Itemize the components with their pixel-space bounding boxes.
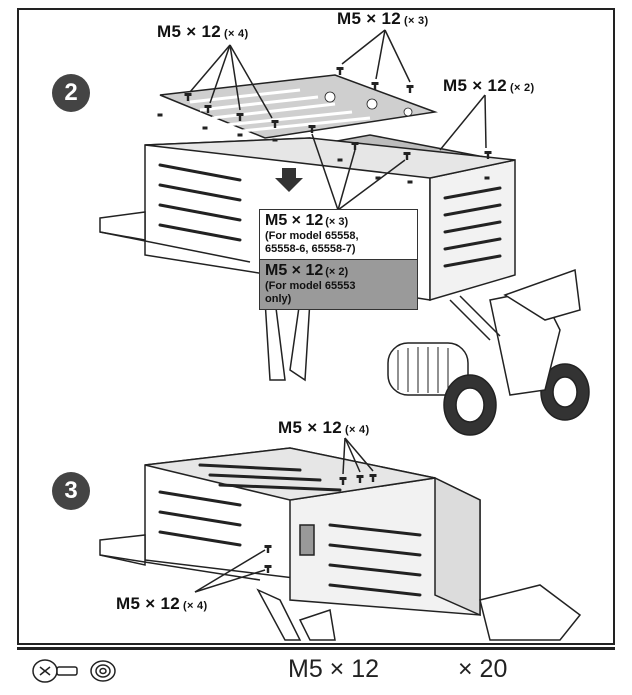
label-step3-left: M5 × 12(× 4) [116, 594, 207, 614]
label-top-right: M5 × 12(× 2) [443, 76, 534, 96]
callout-qty: (× 3) [325, 216, 349, 228]
label-size: M5 × 12 [337, 9, 401, 28]
label-step3-top: M5 × 12(× 4) [278, 418, 369, 438]
callout-qty: (× 2) [325, 266, 349, 278]
callout-note: (For model 65553 only) [265, 280, 356, 305]
callout-note: (For model 65558, 65558-6, 65558-7) [265, 230, 359, 255]
label-qty: (× 2) [510, 82, 535, 94]
label-qty: (× 4) [224, 28, 249, 40]
label-size: M5 × 12 [157, 22, 221, 41]
down-arrow-icon [275, 168, 303, 192]
pointer-arrows-step2 [189, 29, 487, 211]
label-qty: (× 4) [345, 424, 370, 436]
callout-row-2-screws: M5 × 12(× 2) (For model 65553 only) [260, 259, 417, 309]
label-qty: (× 3) [404, 15, 429, 27]
footer-bolt-size: M5 × 12 [288, 655, 380, 683]
footer-bolt-count: × 20 [458, 655, 508, 683]
label-size: M5 × 12 [116, 594, 180, 613]
washer-icon [90, 660, 116, 682]
label-size: M5 × 12 [278, 418, 342, 437]
label-top-center: M5 × 12(× 3) [337, 9, 428, 29]
label-qty: (× 4) [183, 600, 208, 612]
callout-row-3-screws: M5 × 12(× 3) (For model 65558, 65558-6, … [260, 210, 417, 259]
screw-icon [32, 659, 78, 683]
pointer-arrows-step3 [194, 437, 374, 593]
motor-assembly-step2 [264, 268, 590, 436]
label-top-left: M5 × 12(× 4) [157, 22, 248, 42]
left-cover-plate [159, 74, 438, 139]
housing-step3 [99, 447, 582, 641]
footer-divider [17, 647, 615, 650]
step-3-badge: 3 [52, 472, 90, 510]
label-size: M5 × 12 [443, 76, 507, 95]
callout-size: M5 × 12 [265, 262, 324, 279]
step-2-badge: 2 [52, 74, 90, 112]
callout-size: M5 × 12 [265, 212, 324, 229]
model-callout: M5 × 12(× 3) (For model 65558, 65558-6, … [259, 209, 418, 310]
